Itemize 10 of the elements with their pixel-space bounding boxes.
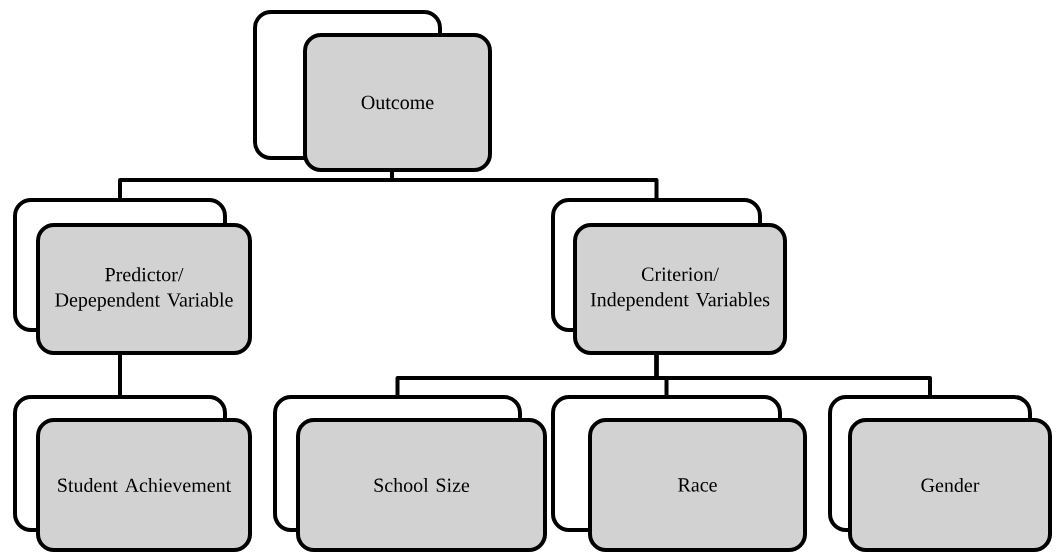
connector	[390, 170, 659, 200]
process-box: Criterion/ Independent Variables	[551, 198, 787, 355]
connector	[118, 353, 122, 397]
process-box: Race	[551, 395, 807, 552]
process-box: Student Achievement	[13, 395, 252, 552]
process-box: Outcome	[253, 10, 492, 172]
process-box: Gender	[828, 395, 1052, 552]
process-box: Predictor/ Depependent Variable	[13, 198, 252, 355]
process-box: School Size	[273, 395, 547, 552]
connector	[654, 353, 932, 397]
